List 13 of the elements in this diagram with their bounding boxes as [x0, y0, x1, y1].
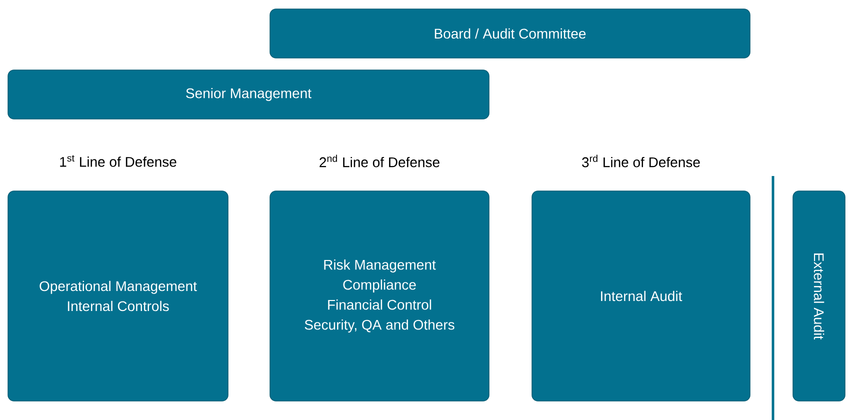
node-label: Security, QA and Others	[304, 319, 454, 333]
node-label: Compliance	[343, 279, 416, 293]
role-bar: Board / Audit Committee	[270, 8, 750, 58]
defense-box: Risk Management Compliance Financial Control Security, QA and Others	[270, 190, 490, 402]
defense-box: Operational Management Internal Controls	[8, 190, 228, 402]
line-heading: 3$^{rd}$ Line of Defense	[582, 154, 700, 168]
node-label: Financial Control	[328, 299, 432, 310]
defense-box: Internal Audit	[532, 190, 750, 402]
line-heading: 2$^{nd}$ Line of Defense	[320, 154, 440, 168]
node-label: Risk Management	[324, 259, 436, 273]
role-bar: Senior Management	[8, 70, 490, 120]
external-box: External Audit	[792, 190, 846, 402]
line-heading: 1$^{st}$ Line of Defense	[60, 155, 176, 167]
